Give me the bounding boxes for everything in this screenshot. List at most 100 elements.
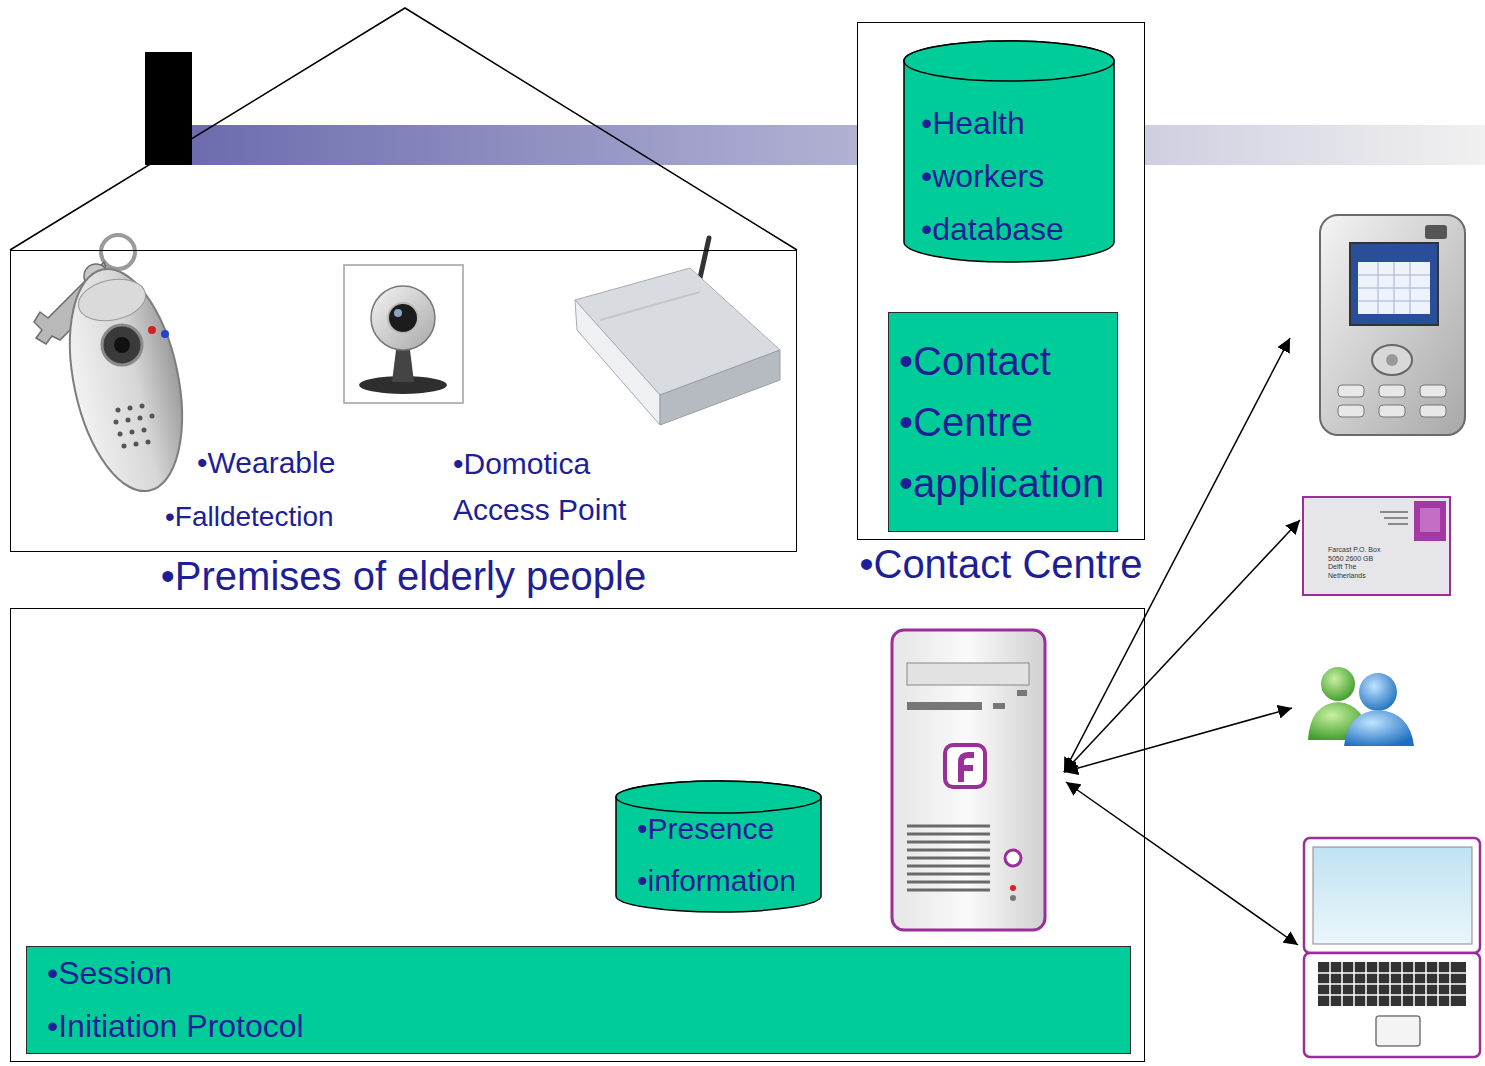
server-tower-part — [892, 630, 1045, 930]
laptop-part-part — [1341, 962, 1343, 1006]
server-tower-part — [1005, 850, 1021, 866]
node-text: •Initiation Protocol — [47, 1000, 304, 1053]
node-text: •Presence — [637, 803, 774, 855]
cylinder-body — [904, 41, 1114, 262]
node-text-area: •Session•Initiation Protocol — [27, 947, 1130, 1053]
laptop-part-part — [1353, 962, 1355, 1006]
wearable-device-part-part — [122, 444, 127, 449]
envelope-part-part — [1380, 511, 1408, 513]
envelope-part-part — [1384, 517, 1408, 519]
wearable-device-part-part — [150, 414, 155, 419]
laptop-part-part — [1437, 962, 1439, 1006]
mobile-phone-part-part — [1379, 405, 1405, 417]
device-label: •Falldetection — [165, 500, 334, 534]
mobile-phone-part — [1320, 215, 1465, 435]
node-text: •application — [899, 453, 1104, 514]
laptop-part — [1318, 962, 1466, 1006]
node-text: •Session — [47, 947, 172, 1000]
region-heading: •Premises of elderly people — [157, 553, 650, 599]
wearable-device-part-part — [114, 420, 119, 425]
mobile-phone-part-part — [1420, 405, 1446, 417]
laptop-part-part — [1365, 962, 1367, 1006]
server-tower-part-part — [907, 857, 990, 860]
cylinder-top — [616, 781, 821, 813]
server-tower-part-part — [907, 873, 990, 876]
wearable-device — [34, 235, 200, 501]
distribution-arrows-part — [1066, 782, 1298, 945]
envelope-part — [1380, 512, 1408, 524]
server-tower — [892, 630, 1045, 930]
messenger-icon-part — [1359, 673, 1397, 711]
server-tower-part — [907, 663, 1029, 685]
node-text-area: •Presence•information — [615, 781, 822, 907]
envelope-part — [1303, 497, 1450, 595]
envelope-part-part — [1388, 523, 1408, 525]
mobile-phone-part — [1350, 243, 1438, 325]
mobile-phone-part-part — [1378, 262, 1379, 314]
address-text: Farcast P.O. Box 5050 2600 GB Delft The … — [1328, 546, 1384, 580]
cylinder-body — [616, 781, 821, 912]
laptop-part-part — [1329, 962, 1331, 1006]
mobile-phone — [1320, 215, 1465, 435]
premises-box: •Premises of elderly people — [10, 250, 797, 552]
mobile-phone-part-part — [1379, 385, 1405, 397]
server-tower-part-part — [907, 825, 990, 828]
mobile-phone-part — [1358, 262, 1430, 314]
mobile-phone-part-part — [1420, 385, 1446, 397]
wearable-device-part — [148, 326, 156, 334]
node-text: •Contact — [899, 331, 1051, 392]
wearable-device-part — [114, 404, 155, 449]
access-point-part — [700, 238, 709, 278]
server-tower-part-part — [907, 889, 990, 892]
mobile-phone-part — [1358, 262, 1430, 314]
server-tower-part-part — [907, 841, 990, 844]
wearable-device-part-part — [128, 406, 133, 411]
webcam-part — [394, 309, 402, 317]
laptop-part-part — [1318, 994, 1466, 996]
server-tower-part — [1017, 690, 1027, 696]
platform-box: •Presence•information •Session•Initiation… — [10, 608, 1145, 1062]
webcam — [344, 265, 463, 403]
access-point-part — [660, 350, 780, 425]
envelope-part — [1420, 508, 1440, 532]
node-text-area: •Contact•Centre•application — [889, 313, 1117, 514]
messenger-icon-part — [1344, 710, 1414, 746]
cylinder-top — [904, 41, 1114, 81]
laptop-part-part — [1318, 983, 1466, 985]
wearable-device-part-part — [138, 416, 143, 421]
laptop-part — [1376, 1016, 1420, 1046]
wearable-device-part-part — [118, 432, 123, 437]
server-tower-part-part — [907, 849, 990, 852]
laptop-part-part — [1449, 962, 1451, 1006]
mobile-phone-part-part — [1394, 262, 1395, 314]
mobile-phone-part-part — [1338, 405, 1364, 417]
region-heading: •Contact Centre — [855, 541, 1146, 587]
node-text-area: •Health•workers•database — [903, 41, 1115, 256]
server-tower-part-part — [907, 865, 990, 868]
wearable-device-part-part — [146, 440, 151, 445]
server-tower-part — [1010, 885, 1016, 891]
node-text: •database — [921, 203, 1064, 256]
laptop-part-part — [1401, 962, 1403, 1006]
wearable-device-part — [101, 235, 135, 269]
wearable-device-part — [75, 273, 150, 326]
wearable-device-part-part — [134, 442, 139, 447]
messenger-icon-part — [1321, 667, 1355, 701]
mobile-phone-part-part — [1410, 262, 1411, 314]
application-box: •Contact•Centre•application — [888, 312, 1118, 532]
laptop-part-part — [1389, 962, 1391, 1006]
node-text: •Centre — [899, 392, 1033, 453]
webcam-part — [392, 350, 414, 382]
server-tower-part — [1010, 895, 1016, 901]
laptop — [1304, 838, 1480, 1057]
database-cylinder: •Health•workers•database — [903, 41, 1115, 263]
protocol-band: •Session•Initiation Protocol — [26, 946, 1131, 1054]
database-cylinder: •Presence•information — [615, 781, 822, 913]
device-label: •Domotica Access Point — [453, 441, 668, 533]
house-roof — [10, 8, 797, 250]
mobile-phone-part — [1372, 345, 1412, 375]
mobile-phone-part — [1386, 354, 1398, 366]
wearable-device-part — [102, 325, 142, 365]
laptop-part-part — [1413, 962, 1415, 1006]
